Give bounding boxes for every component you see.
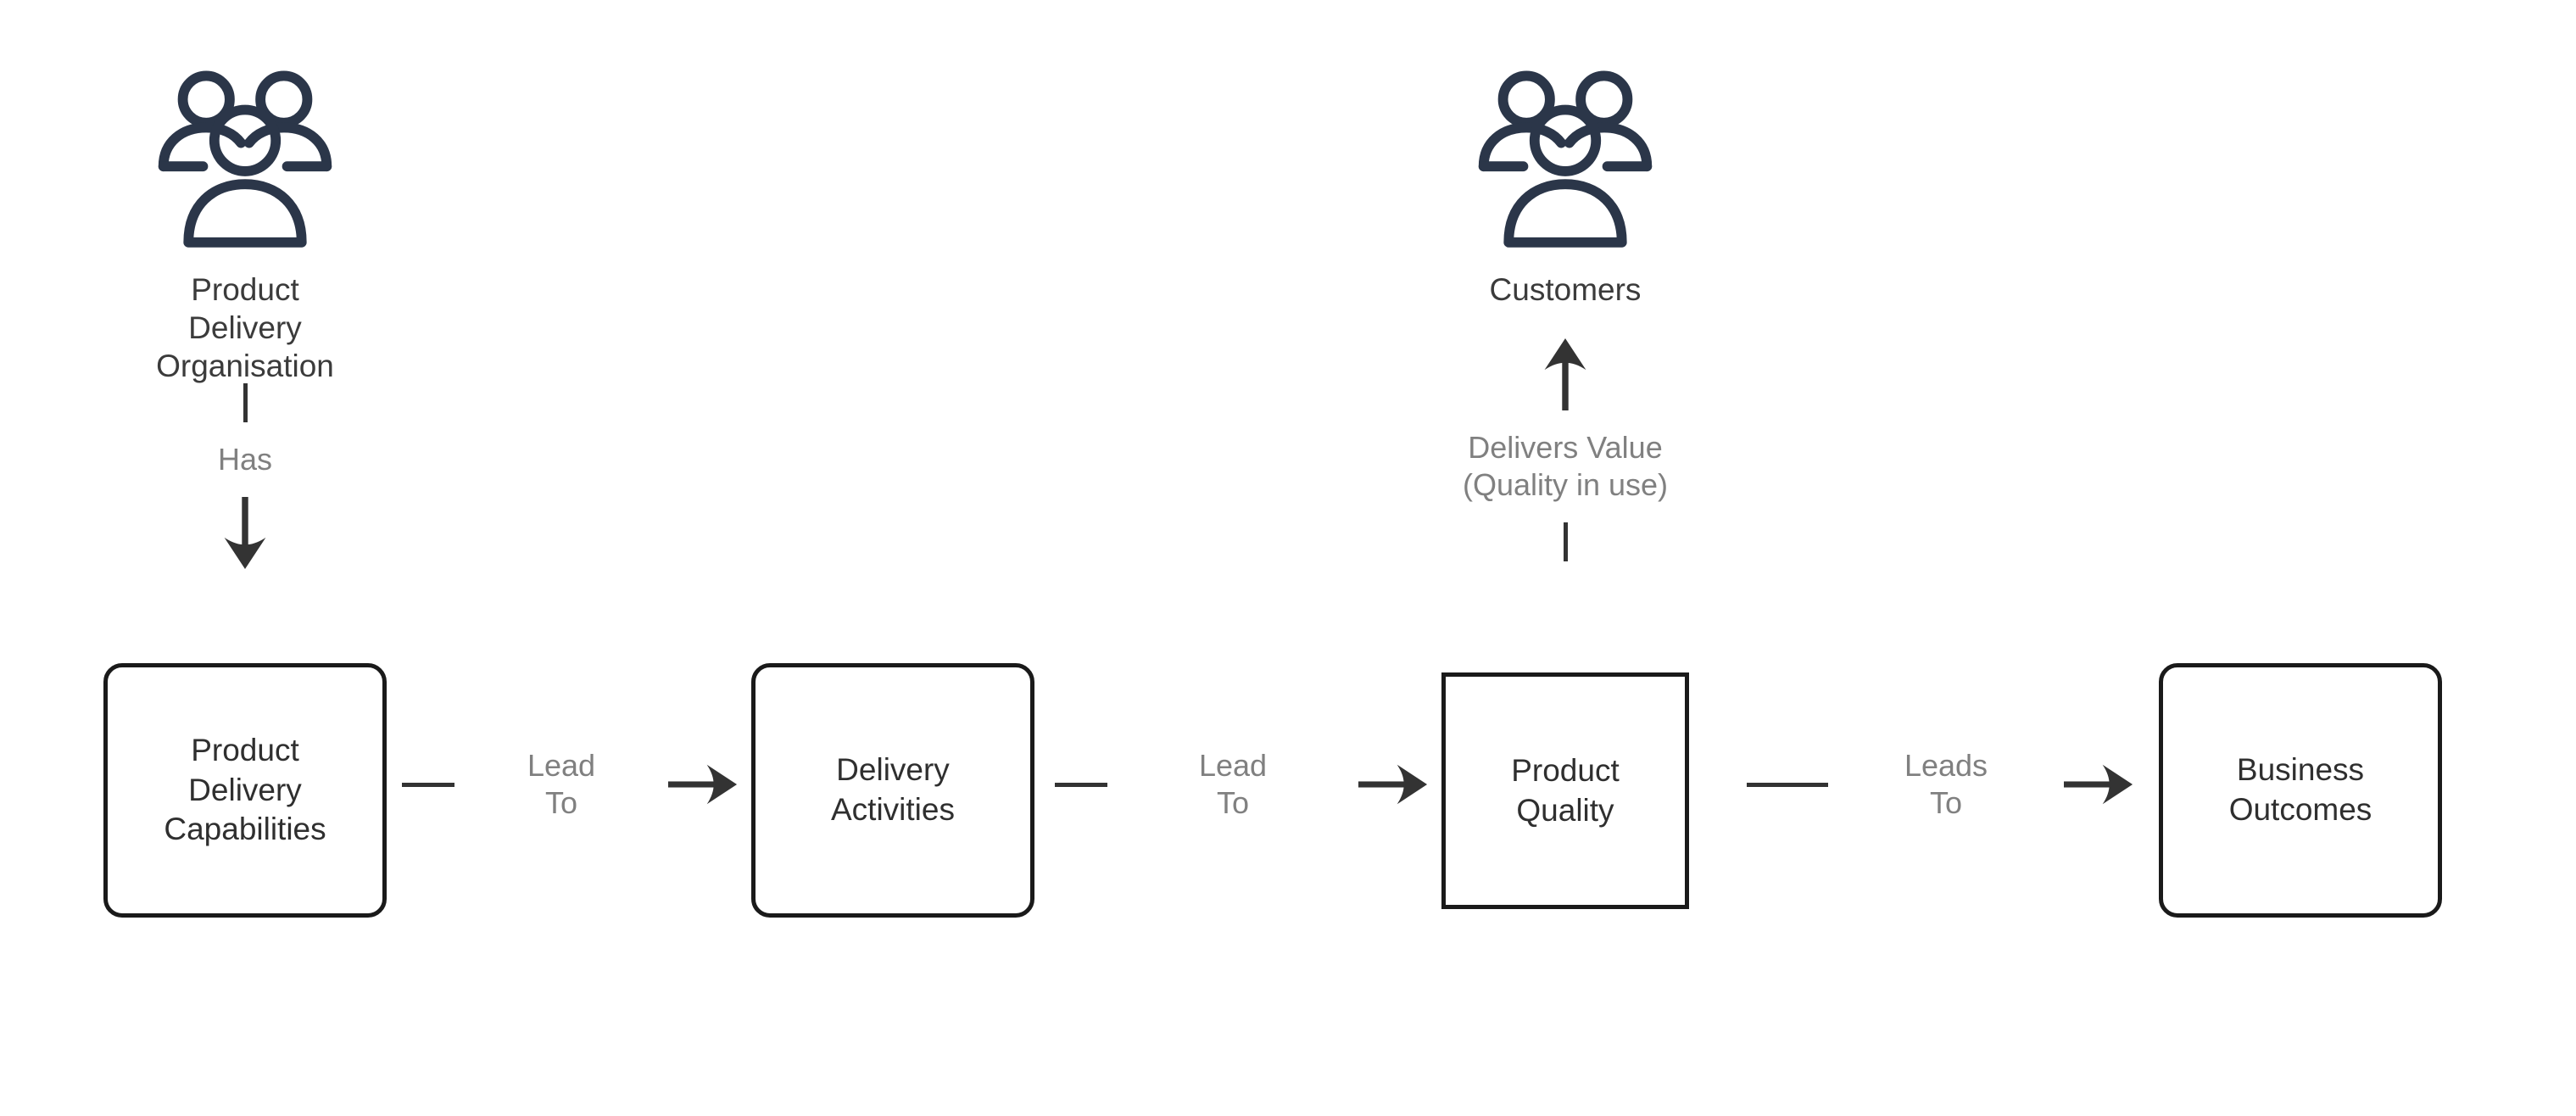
node-product-quality[interactable]: Product Quality — [1441, 672, 1689, 909]
connector-label: Lead To — [527, 748, 596, 820]
node-label: Business Outcomes — [2228, 752, 2372, 827]
node-label: Product Quality — [1511, 752, 1620, 828]
connector-label: Leads To — [1904, 748, 1988, 820]
connector-dash — [1747, 782, 1828, 787]
arrow-right-icon — [2064, 764, 2133, 805]
actor-customers[interactable]: Customers — [1468, 66, 1663, 309]
actor-caption: Product Delivery Organisation — [156, 272, 334, 384]
connector-has: Has — [192, 383, 298, 570]
actor-product-delivery-organisation[interactable]: Product Delivery Organisation — [148, 66, 343, 385]
node-label: Delivery Activities — [831, 752, 955, 827]
connector-dash — [1563, 522, 1568, 561]
node-product-delivery-capabilities[interactable]: Product Delivery Capabilities — [103, 663, 387, 918]
node-label: Product Delivery Capabilities — [164, 732, 326, 847]
connector-capabilities-to-activities: Lead To — [402, 734, 738, 835]
connector-label: Lead To — [1198, 748, 1268, 820]
arrow-down-icon — [224, 496, 266, 569]
people-group-icon — [1478, 70, 1653, 248]
connector-quality-to-outcomes: Leads To — [1747, 734, 2133, 835]
connector-dash — [243, 383, 248, 422]
connector-dash — [1055, 782, 1107, 787]
connector-activities-to-quality: Lead To — [1055, 734, 1428, 835]
connector-dash — [402, 782, 454, 787]
people-group-icon — [158, 70, 332, 248]
arrow-right-icon — [668, 764, 738, 805]
arrow-up-icon — [1544, 338, 1586, 410]
node-delivery-activities[interactable]: Delivery Activities — [751, 663, 1034, 918]
connector-delivers-value: Delivers Value (Quality in use) — [1459, 338, 1671, 561]
arrow-right-icon — [1358, 764, 1428, 805]
actor-caption: Customers — [1489, 272, 1642, 307]
connector-label: Has — [217, 442, 273, 477]
node-business-outcomes[interactable]: Business Outcomes — [2159, 663, 2442, 918]
connector-label: Delivers Value (Quality in use) — [1462, 430, 1669, 502]
